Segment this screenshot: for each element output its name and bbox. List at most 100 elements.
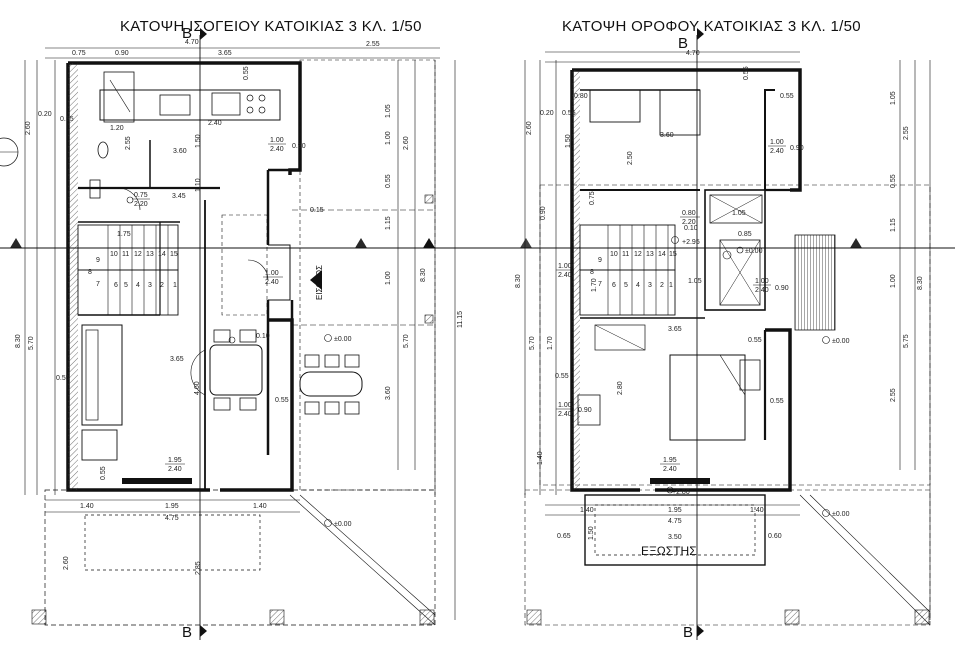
ground-int-dim-14: 0.55 xyxy=(100,466,107,480)
upper-stair-step: 1 xyxy=(669,282,673,289)
ground-stair-step: 1 xyxy=(173,282,177,289)
ground-right-dim-7: 8.30 xyxy=(420,268,427,282)
upper-left-dim-10: 1.40 xyxy=(537,451,544,465)
ground-opening-bottom: 2.40 xyxy=(265,279,279,286)
upper-opening-bottom: 2.20 xyxy=(682,219,696,226)
upper-int-dim-1: 0.80 xyxy=(574,93,588,100)
ground-int-dim-15: 1.20 xyxy=(110,125,124,132)
upper-opening-bottom: 2.40 xyxy=(558,411,572,418)
ground-stair-step: 12 xyxy=(134,251,142,258)
upper-int-dim-13: 0.55 xyxy=(748,337,762,344)
ground-stair-step: 15 xyxy=(170,251,178,258)
ground-left-dim-5: 5.70 xyxy=(28,336,35,350)
upper-side-small: 0.90 xyxy=(790,145,804,152)
ground-left-dim-1: 2.60 xyxy=(25,121,32,135)
upper-left-dim-7: 8.30 xyxy=(515,274,522,288)
upper-opening-top: 1.00 xyxy=(755,278,769,285)
upper-left-dim-4: 1.50 xyxy=(565,134,572,148)
ground-int-dim-4: 1.50 xyxy=(195,134,202,148)
upper-section-mark-bottom: B xyxy=(683,624,693,641)
ground-left-dim-4: 8.30 xyxy=(15,334,22,348)
upper-int-dim-17: 0.65 xyxy=(557,533,571,540)
ground-stair-step: 13 xyxy=(146,251,154,258)
ground-opening-bottom: 2.40 xyxy=(168,466,182,473)
upper-int-dim-16: 0.60 xyxy=(768,533,782,540)
ground-floor-plan xyxy=(0,28,505,640)
ground-int-dim-10: 0.55 xyxy=(56,375,70,382)
ground-stair-step: 11 xyxy=(122,251,129,258)
upper-int-dim-2: 0.55 xyxy=(780,93,794,100)
upper-stair-step: 8 xyxy=(590,269,594,276)
ground-top-dim-4: 2.55 xyxy=(366,41,380,48)
ground-int-dim-8: 3.65 xyxy=(170,356,184,363)
upper-opening-top: 0.80 xyxy=(682,210,696,217)
upper-opening-top: 1.00 xyxy=(558,263,572,270)
upper-opening-top: 1.00 xyxy=(558,402,572,409)
ground-right-dim-1: 1.05 xyxy=(385,104,392,118)
upper-right-dim-2: 2.55 xyxy=(903,126,910,140)
upper-floor-labels: 4.70 2.60 0.20 0.55 1.50 0.75 0.90 8.30 … xyxy=(515,35,924,641)
ground-side-small: 0.90 xyxy=(292,143,306,150)
ground-right-dim-8: 5.70 xyxy=(403,334,410,348)
upper-int-dim-12: 0.55 xyxy=(770,398,784,405)
upper-top-total: 4.70 xyxy=(686,50,700,57)
ground-stair-step: 5 xyxy=(124,282,128,289)
ground-stair-step: 10 xyxy=(110,251,118,258)
ground-stair-step: 2 xyxy=(160,282,164,289)
entrance-label: ΕΙΣΟΔΟΣ xyxy=(315,265,324,300)
upper-stair-step: 4 xyxy=(636,282,640,289)
ground-top-total: 4.70 xyxy=(185,39,199,46)
upper-right-dim-6: 8.30 xyxy=(917,276,924,290)
ground-stair-step: 7 xyxy=(96,281,100,288)
ground-right-dim-10: 11.15 xyxy=(457,311,464,328)
upper-level-stairs: +2.95 xyxy=(682,239,700,246)
upper-bottom-dim-4: 1.40 xyxy=(750,507,764,514)
ground-int-dim-1: 3.60 xyxy=(173,148,187,155)
upper-right-dim-1: 1.05 xyxy=(890,91,897,105)
upper-opening-top: 1.00 xyxy=(770,139,784,146)
upper-right-dim-8: 2.55 xyxy=(890,388,897,402)
upper-bottom-dim-5: 3.50 xyxy=(668,534,682,541)
ground-stair-step: 3 xyxy=(148,282,152,289)
upper-stair-step: 14 xyxy=(658,251,666,258)
ground-bottom-dim-6: 2.85 xyxy=(195,561,202,575)
ground-bottom-dim-3: 1.40 xyxy=(253,503,267,510)
upper-int-dim-5: 0.55 xyxy=(743,66,750,80)
ground-opening-bottom: 2.20 xyxy=(134,201,148,208)
upper-left-dim-5: 0.75 xyxy=(589,191,596,205)
ground-opening-top: 1.00 xyxy=(270,137,284,144)
upper-stair-step: 5 xyxy=(624,282,628,289)
upper-int-dim-8: 1.05 xyxy=(688,278,702,285)
upper-right-dim-7: 5.75 xyxy=(903,334,910,348)
ground-floor-labels: 0.75 0.90 3.65 2.55 4.70 2.60 0.20 0.55 … xyxy=(15,25,464,641)
ground-section-mark-top: B xyxy=(182,25,192,42)
ground-stair-step: 4 xyxy=(136,282,140,289)
upper-section-mark-top: B xyxy=(678,35,688,52)
ground-bottom-dim-4: 4.75 xyxy=(165,515,179,522)
ground-opening-top: 1.00 xyxy=(265,270,279,277)
ground-int-dim-3: 2.40 xyxy=(208,120,222,127)
ground-stair-step: 8 xyxy=(88,269,92,276)
upper-left-dim-6: 0.90 xyxy=(540,206,547,220)
upper-side-small: 0.90 xyxy=(775,285,789,292)
ground-top-dim-1: 0.75 xyxy=(72,50,86,57)
ground-left-dim-2: 0.20 xyxy=(38,111,52,118)
upper-int-dim-11: 0.55 xyxy=(555,373,569,380)
upper-bottom-dim-2: 1.95 xyxy=(668,507,682,514)
upper-left-dim-2: 0.20 xyxy=(540,110,554,117)
upper-int-dim-15: 1.70 xyxy=(591,278,598,292)
upper-stair-step: 13 xyxy=(646,251,654,258)
ground-int-dim-13: 0.10 xyxy=(256,333,270,340)
upper-stair-step: 10 xyxy=(610,251,618,258)
upper-bottom-dim-1: 1.40 xyxy=(580,507,594,514)
ground-top-dim-3: 3.65 xyxy=(218,50,232,57)
ground-opening-bottom: 2.40 xyxy=(270,146,284,153)
balcony-label: ΕΞΩΣΤΗΣ xyxy=(641,544,697,558)
upper-level-balcony: +2.80 xyxy=(672,489,690,496)
upper-bottom-dim-8: 1.50 xyxy=(588,526,595,540)
upper-opening-bottom: 2.40 xyxy=(755,287,769,294)
ground-int-dim-9: 4.60 xyxy=(194,381,201,395)
ground-right-dim-4: 0.55 xyxy=(385,174,392,188)
upper-level-terrace: ±0.00 xyxy=(832,338,850,345)
